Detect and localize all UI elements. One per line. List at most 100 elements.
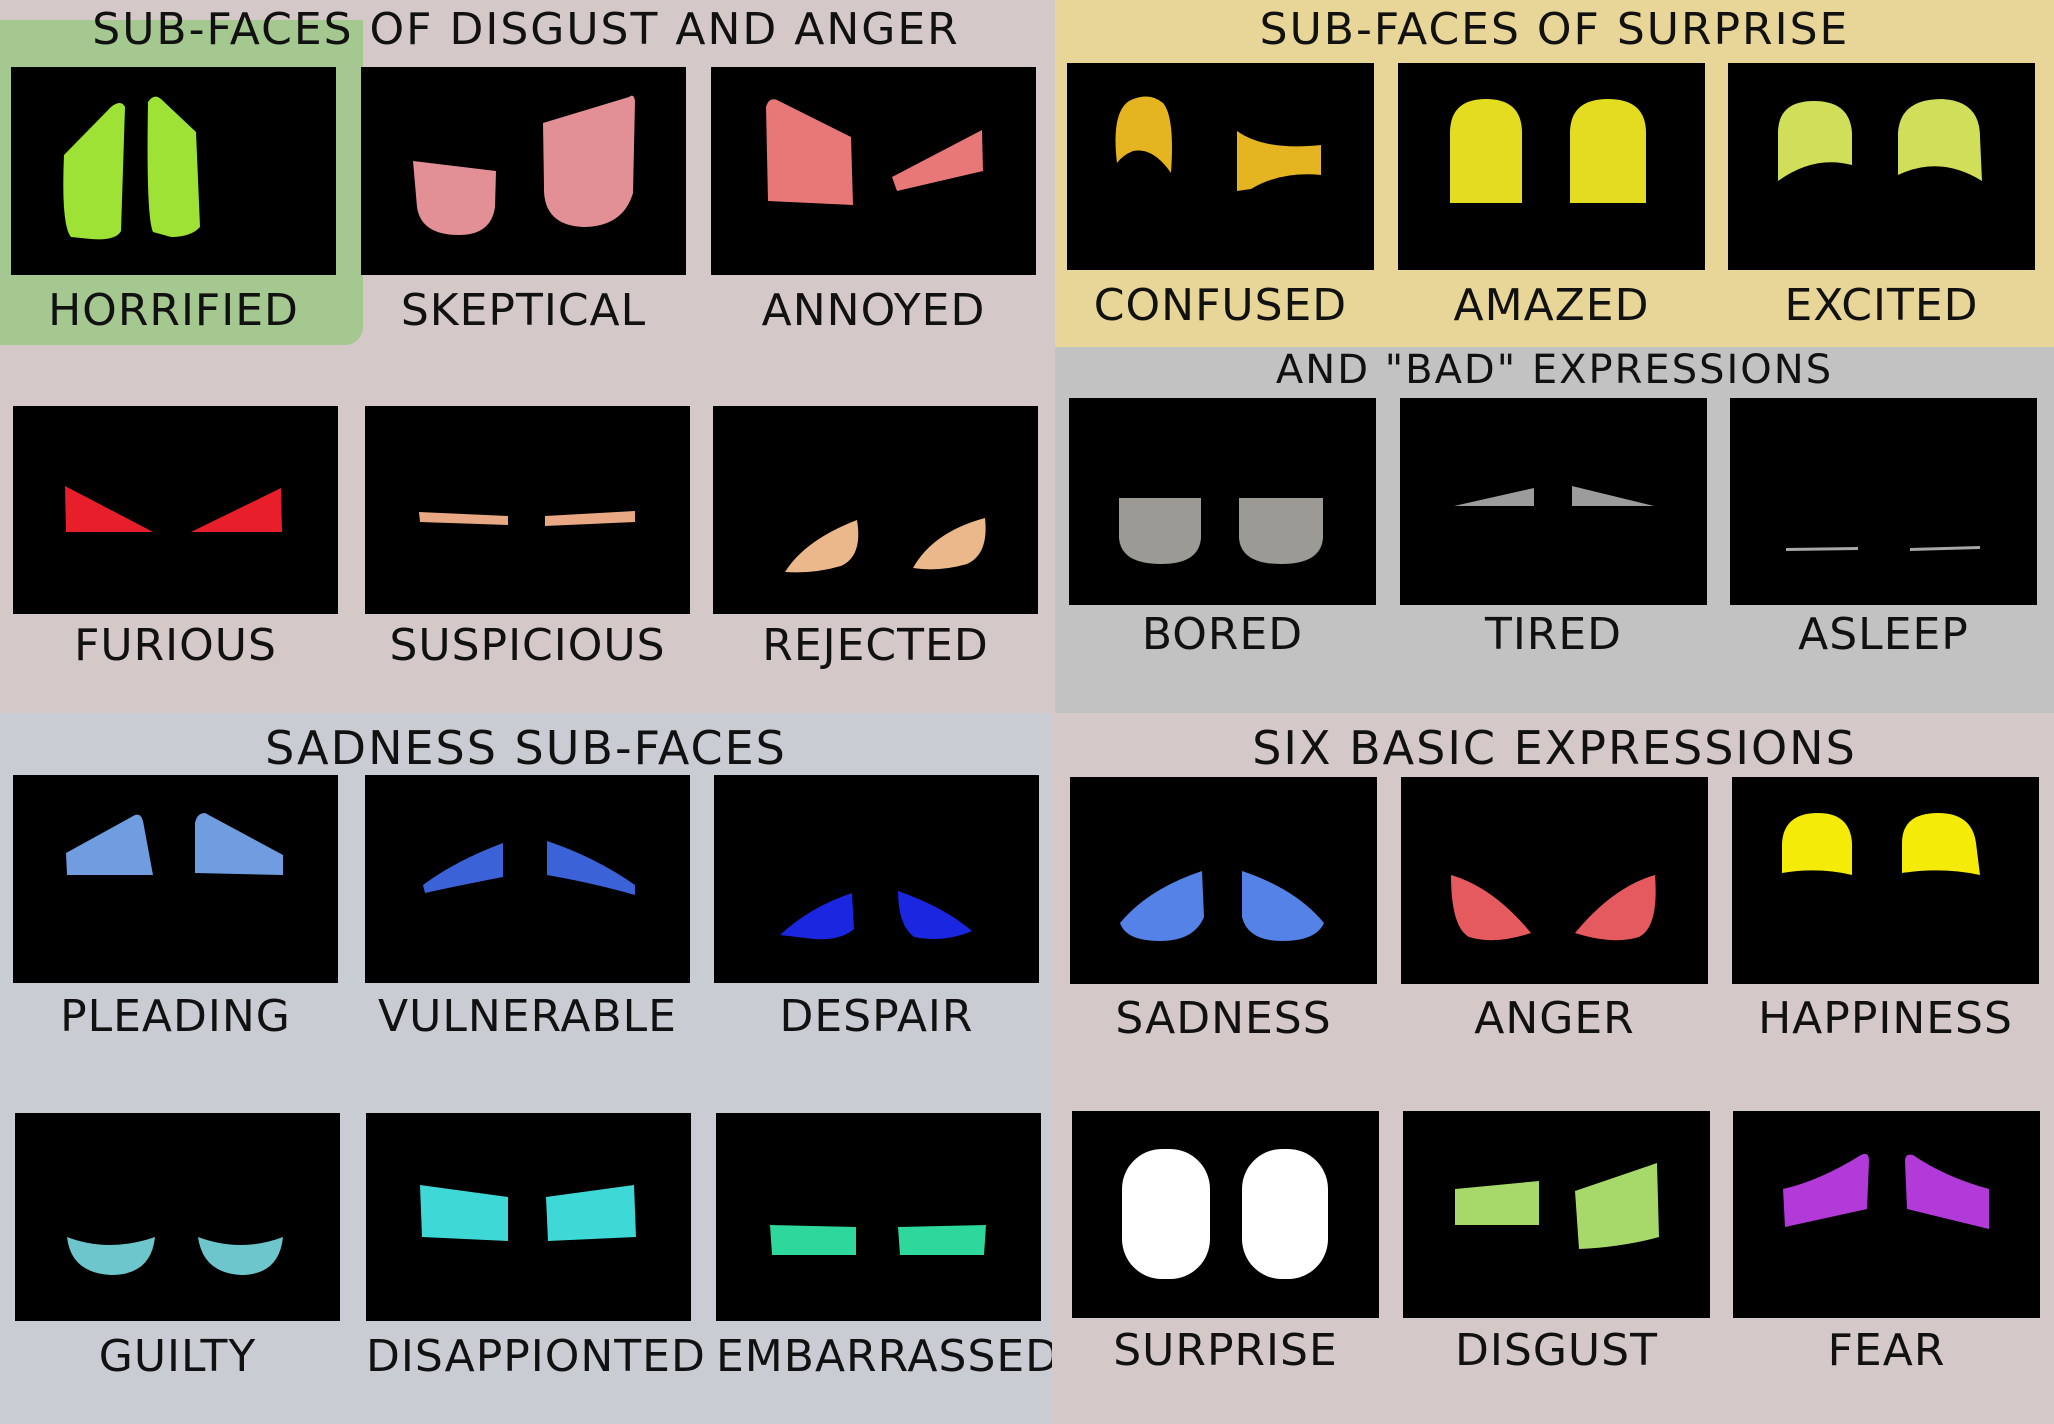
- quadrant-title: SUB-FACES OF SURPRISE: [1259, 4, 1850, 55]
- eye-panel-sadness: [1070, 777, 1377, 984]
- eye-panel-skeptical: [361, 67, 686, 275]
- eye-panel-bored: [1069, 398, 1376, 605]
- eye-panel-suspicious: [365, 406, 690, 614]
- eye-panel-rejected: [713, 406, 1038, 614]
- left-eye-shape: [1119, 498, 1201, 564]
- label-asleep: ASLEEP: [1798, 609, 1969, 660]
- eye-panel-confused: [1067, 63, 1374, 270]
- right-eye-shape: [898, 1225, 986, 1255]
- left-eye-shape: [1120, 871, 1204, 941]
- left-eye-shape: [67, 1237, 155, 1275]
- left-eye-shape: [1115, 96, 1172, 173]
- quadrant-title: SUB-FACES OF DISGUST AND ANGER: [92, 4, 960, 55]
- quadrant-bad: AND "BAD" EXPRESSIONS BORED TIRED ASLEEP: [1055, 347, 2054, 713]
- label-bored: BORED: [1141, 609, 1304, 660]
- left-eye-shape: [1450, 99, 1522, 203]
- label-disgust: DISGUST: [1455, 1325, 1658, 1376]
- left-eye-shape: [766, 99, 853, 205]
- label-embarrassed: EMBARRASSED: [716, 1331, 1052, 1382]
- quadrant-title: SIX BASIC EXPRESSIONS: [1252, 721, 1857, 775]
- eye-panel-asleep: [1730, 398, 2037, 605]
- eye-panel-happiness: [1732, 777, 2039, 984]
- label-furious: FURIOUS: [74, 620, 277, 671]
- eye-panel-disappionted: [366, 1113, 691, 1321]
- label-skeptical: SKEPTICAL: [400, 285, 647, 336]
- left-eye-shape: [780, 893, 854, 940]
- right-eye-shape: [913, 518, 986, 570]
- eye-panel-fear: [1733, 1111, 2040, 1318]
- eye-panel-vulnerable: [365, 775, 690, 983]
- right-eye-shape: [1575, 875, 1656, 941]
- left-eye-shape: [1454, 488, 1534, 506]
- right-eye-shape: [1572, 486, 1654, 506]
- label-sadness: SADNESS: [1115, 993, 1332, 1044]
- quadrant-title: SADNESS SUB-FACES: [265, 721, 787, 775]
- label-surprise: SURPRISE: [1113, 1325, 1338, 1376]
- eye-panel-surprise: [1072, 1111, 1379, 1318]
- label-annoyed: ANNOYED: [761, 285, 986, 336]
- left-eye-shape: [63, 103, 125, 240]
- label-horrified: HORRIFIED: [48, 285, 299, 336]
- right-eye-shape: [1242, 1149, 1328, 1279]
- left-eye-shape: [785, 520, 859, 573]
- left-eye-shape: [420, 1185, 508, 1241]
- label-rejected: REJECTED: [762, 620, 989, 671]
- right-eye-shape: [543, 95, 635, 228]
- right-eye-shape: [1575, 1163, 1659, 1249]
- right-eye-shape: [892, 130, 983, 191]
- eye-panel-furious: [13, 406, 338, 614]
- right-eye-shape: [1905, 1154, 1989, 1229]
- right-eye-shape: [1898, 99, 1982, 181]
- eye-panel-pleading: [13, 775, 338, 983]
- left-eye-shape: [1778, 101, 1852, 181]
- quadrant-sadness: SADNESS SUB-FACES PLEADING VULNERABLE DE…: [0, 713, 1052, 1424]
- right-eye-shape: [195, 813, 283, 875]
- right-eye-shape: [898, 891, 972, 939]
- eye-panel-despair: [714, 775, 1039, 983]
- label-guilty: GUILTY: [98, 1331, 257, 1382]
- left-eye-shape: [65, 486, 153, 532]
- right-eye-shape: [147, 96, 200, 237]
- eye-panel-guilty: [15, 1113, 340, 1321]
- quadrant-basic: SIX BASIC EXPRESSIONS SADNESS ANGER HAPP…: [1055, 713, 2054, 1424]
- left-eye-shape: [1122, 1149, 1210, 1279]
- left-eye-shape: [770, 1225, 856, 1255]
- right-eye-shape: [1910, 546, 1980, 551]
- right-eye-shape: [546, 1185, 636, 1241]
- label-amazed: AMAZED: [1453, 280, 1650, 331]
- right-eye-shape: [1237, 131, 1321, 191]
- left-eye-shape: [1451, 875, 1531, 941]
- label-vulnerable: VULNERABLE: [378, 991, 677, 1042]
- label-disappionted: DISAPPIONTED: [366, 1331, 706, 1382]
- right-eye-shape: [198, 1237, 283, 1275]
- label-pleading: PLEADING: [60, 991, 291, 1042]
- eye-panel-excited: [1728, 63, 2035, 270]
- eye-panel-annoyed: [711, 67, 1036, 275]
- quadrant-disgust-anger: SUB-FACES OF DISGUST AND ANGER HORRIFIED…: [0, 0, 1052, 713]
- right-eye-shape: [1570, 99, 1646, 203]
- left-eye-shape: [66, 814, 153, 875]
- eye-panel-disgust: [1403, 1111, 1710, 1318]
- left-eye-shape: [1455, 1181, 1539, 1225]
- left-eye-shape: [1786, 547, 1858, 551]
- right-eye-shape: [1239, 498, 1323, 564]
- right-eye-shape: [1242, 871, 1324, 941]
- eye-panel-amazed: [1398, 63, 1705, 270]
- right-eye-shape: [1902, 813, 1980, 875]
- eye-panel-embarrassed: [716, 1113, 1041, 1321]
- left-eye-shape: [413, 161, 496, 235]
- left-eye-shape: [419, 512, 508, 525]
- label-tired: TIRED: [1484, 609, 1623, 660]
- right-eye-shape: [545, 511, 635, 526]
- label-suspicious: SUSPICIOUS: [389, 620, 666, 671]
- label-despair: DESPAIR: [779, 991, 974, 1042]
- quadrant-title: AND "BAD" EXPRESSIONS: [1275, 347, 1834, 393]
- left-eye-shape: [1782, 813, 1852, 875]
- eye-panel-horrified: [11, 67, 336, 275]
- label-anger: ANGER: [1474, 993, 1635, 1044]
- right-eye-shape: [547, 841, 635, 895]
- label-confused: CONFUSED: [1093, 280, 1348, 331]
- quadrant-surprise: SUB-FACES OF SURPRISE CONFUSED AMAZED EX…: [1055, 0, 2054, 347]
- left-eye-shape: [423, 843, 503, 893]
- left-eye-shape: [1783, 1153, 1869, 1227]
